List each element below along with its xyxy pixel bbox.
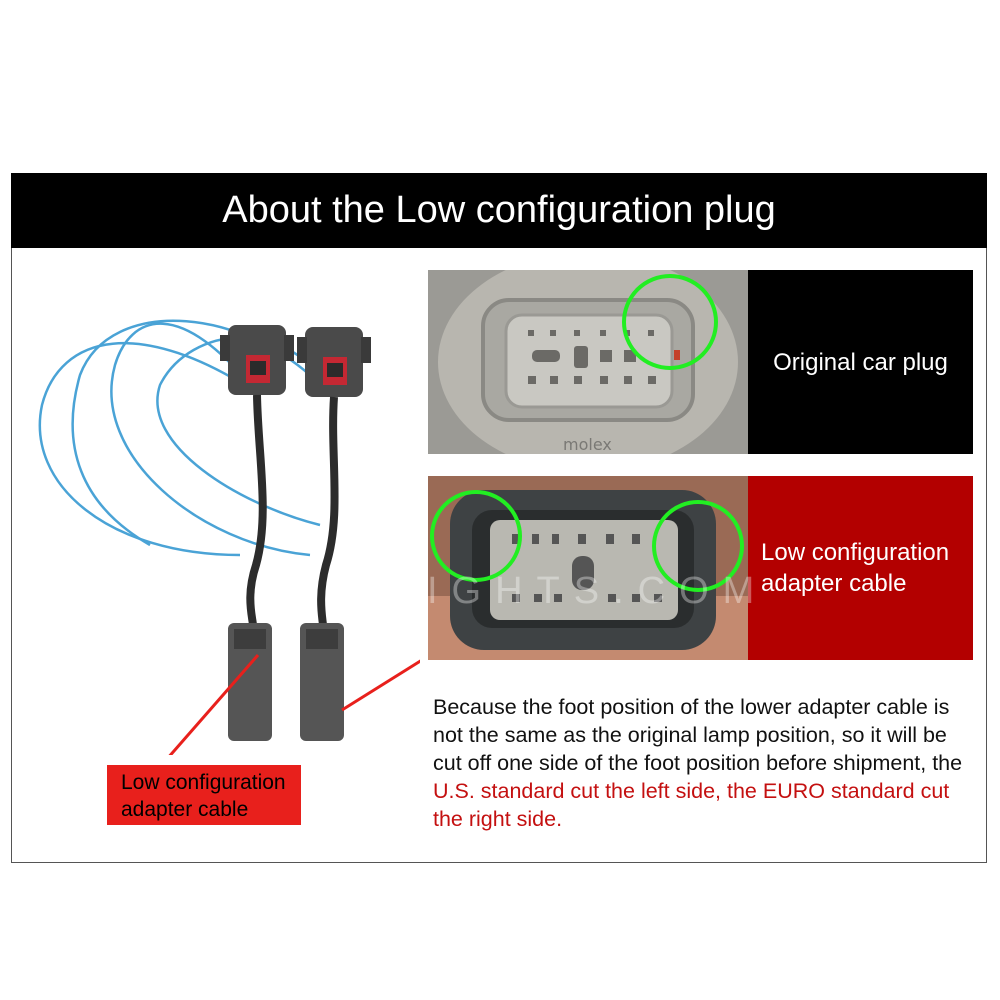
- page-title: About the Low configuration plug: [11, 173, 987, 248]
- callout-line2: adapter cable: [121, 798, 249, 821]
- adapter-plug-photo: [428, 476, 748, 660]
- callout-line1: Low configuration: [121, 771, 286, 794]
- description-text: Because the foot position of the lower a…: [433, 693, 978, 833]
- original-plug-label-box: Original car plug: [748, 270, 973, 454]
- description-part2-red: U.S. standard cut the left side, the EUR…: [433, 779, 950, 831]
- original-plug-photo: molex: [428, 270, 748, 454]
- molex-brand-text: molex: [563, 435, 612, 454]
- adapter-plug-label-line1: Low configuration: [761, 539, 950, 566]
- original-plug-label: Original car plug: [773, 348, 948, 376]
- adapter-plug-label-box: Low configuration adapter cable: [748, 476, 973, 660]
- adapter-plug-label-line2: adapter cable: [761, 570, 907, 597]
- adapter-cable-callout: Low configuration adapter cable: [107, 765, 301, 825]
- description-part1: Because the foot position of the lower a…: [433, 695, 963, 775]
- adapter-cable-photo: [20, 255, 420, 755]
